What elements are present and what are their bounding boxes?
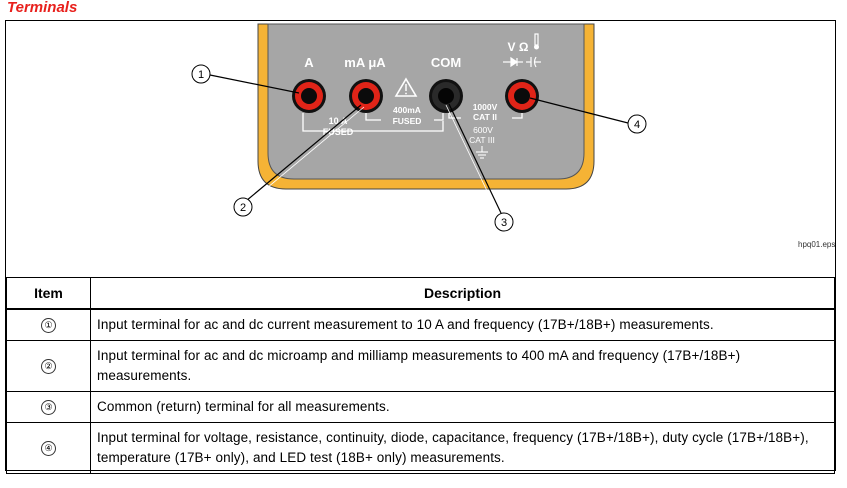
fuse-bracket-400ma <box>365 113 444 121</box>
item-cell: ② <box>6 339 91 392</box>
figure-file-label: hpq01.eps <box>798 240 836 249</box>
svg-text:1: 1 <box>198 69 204 81</box>
thermometer-icon <box>534 33 539 50</box>
table-header-row: Item Description <box>6 277 835 310</box>
leader-2b <box>248 106 365 204</box>
item-cell: ③ <box>6 390 91 423</box>
meter-illustration: A mA μA COM V Ω <box>191 23 647 232</box>
column-header-item: Item <box>6 277 91 310</box>
terminals-frame: A mA μA COM V Ω <box>5 20 836 474</box>
fuse-400ma-line1: 400mA <box>393 105 421 115</box>
leader-3 <box>448 103 502 214</box>
table-row: ② Input terminal for ac and dc microamp … <box>6 339 835 392</box>
description-cell: Input terminal for voltage, resistance, … <box>90 421 835 474</box>
terminals-figure: A mA μA COM V Ω <box>6 21 835 277</box>
terminal-label-com: COM <box>431 55 461 70</box>
item-cell: ④ <box>6 421 91 474</box>
cat-bracket <box>448 113 523 119</box>
callout-4: 4 <box>627 114 647 134</box>
cat-line2: CAT II <box>473 112 497 122</box>
table-row: ④ Input terminal for voltage, resistance… <box>6 421 835 474</box>
item-number: ② <box>41 359 56 374</box>
section-title: Terminals <box>7 0 78 16</box>
terminals-table: Item Description ① Input terminal for ac… <box>6 277 835 474</box>
description-cell: Input terminal for ac and dc current mea… <box>90 308 835 341</box>
cat-line4: CAT III <box>469 135 495 145</box>
leader-3b <box>445 104 499 215</box>
jack-ma-ua <box>349 79 383 113</box>
column-header-description: Description <box>90 277 835 310</box>
table-row: ① Input terminal for ac and dc current m… <box>6 308 835 341</box>
jack-v-ohm <box>505 79 539 113</box>
item-number: ① <box>41 318 56 334</box>
item-number: ③ <box>41 400 56 415</box>
cat-line3: 600V <box>473 125 493 135</box>
diode-icon <box>503 56 523 68</box>
jack-com <box>429 79 463 113</box>
leader-4 <box>529 97 629 124</box>
fuse-400ma-line2: FUSED <box>393 116 422 126</box>
fuse-bracket-10a <box>302 113 444 132</box>
callout-3: 3 <box>494 212 514 232</box>
terminal-panel <box>267 23 585 180</box>
table-row: ③ Common (return) terminal for all measu… <box>6 390 835 423</box>
svg-text:3: 3 <box>501 217 507 229</box>
jack-a <box>292 79 326 113</box>
terminal-label-ma-ua: mA μA <box>344 55 386 70</box>
callout-2: 2 <box>233 197 253 217</box>
item-cell: ① <box>6 308 91 341</box>
warning-triangle-icon <box>394 77 418 97</box>
cat-line1: 1000V <box>473 102 498 112</box>
svg-text:4: 4 <box>634 119 640 131</box>
description-cell: Common (return) terminal for all measure… <box>90 390 835 423</box>
terminal-label-a: A <box>304 55 314 70</box>
terminal-label-v-ohm: V Ω <box>508 40 529 54</box>
capacitor-icon <box>526 56 541 68</box>
item-number: ④ <box>41 441 56 456</box>
leader-2 <box>245 104 362 202</box>
fuse-10a-line1: 10 A <box>329 116 348 126</box>
leader-1 <box>209 74 300 94</box>
callout-1: 1 <box>191 64 211 84</box>
svg-text:2: 2 <box>240 202 246 214</box>
fuse-10a-line2: FUSED <box>323 127 354 137</box>
ground-icon <box>476 146 488 159</box>
description-cell: Input terminal for ac and dc microamp an… <box>90 339 835 392</box>
